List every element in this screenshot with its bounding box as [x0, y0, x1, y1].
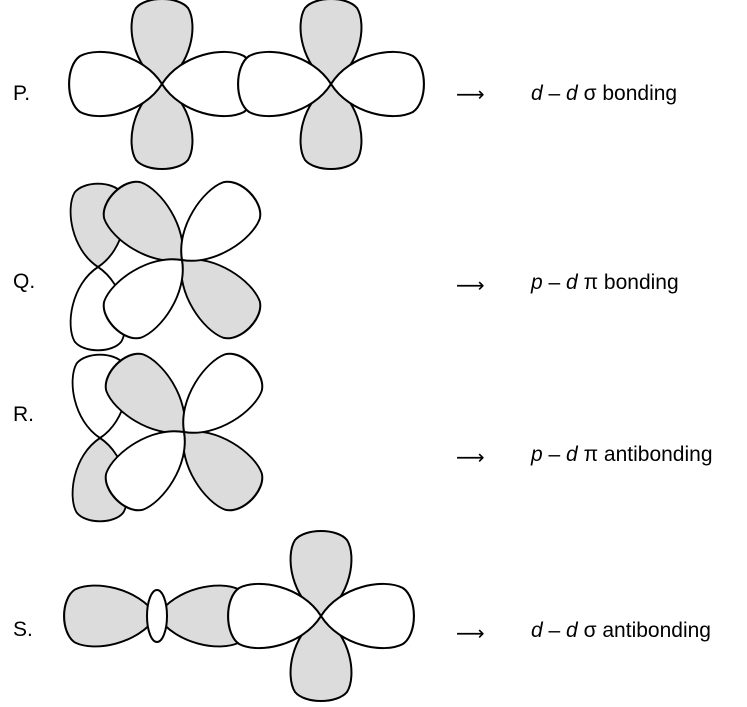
row-r-d-orbital [94, 342, 274, 522]
desc-orbital-a: p [531, 271, 543, 294]
arrow-q: ⟶ [456, 275, 485, 297]
desc-dash: – [542, 619, 567, 642]
arrow-r: ⟶ [456, 447, 485, 469]
desc-orbital-a: d [531, 82, 543, 105]
desc-type: antibonding [602, 619, 711, 642]
desc-s: d – d σ antibonding [531, 619, 711, 643]
row-s-dz2-orbital [63, 584, 251, 648]
desc-dash: – [542, 82, 567, 105]
desc-orbital-b: d [566, 619, 578, 642]
desc-type: antibonding [603, 443, 713, 466]
desc-orbital-b: d [566, 82, 578, 105]
desc-type: bonding [603, 271, 679, 294]
desc-orbital-a: p [531, 443, 543, 466]
desc-orbital-b: d [566, 271, 578, 294]
desc-orbital-a: d [531, 619, 543, 642]
desc-p: d – d σ bonding [531, 82, 677, 106]
row-q-orbitals [69, 170, 272, 352]
desc-symmetry: σ [577, 82, 603, 105]
arrow-s: ⟶ [456, 623, 485, 645]
desc-orbital-b: d [566, 443, 578, 466]
row-p-d-orbital-right [237, 0, 425, 170]
lobe [63, 584, 159, 648]
row-p-orbitals [68, 0, 425, 170]
desc-q: p – d π bonding [531, 271, 679, 295]
desc-dash: – [542, 443, 567, 466]
row-q-d-orbital [92, 170, 272, 350]
row-s-d-orbital [227, 530, 415, 702]
desc-r: p – d π antibonding [531, 443, 713, 467]
desc-type: bonding [602, 82, 678, 105]
desc-symmetry: π [577, 271, 604, 294]
row-p-d-orbital-left [68, 0, 256, 170]
row-s-orbitals [63, 530, 415, 702]
desc-dash: – [542, 271, 567, 294]
row-label-p: P. [13, 82, 31, 105]
row-label-r: R. [13, 403, 34, 426]
row-label-s: S. [13, 618, 33, 641]
torus-ring [146, 589, 168, 643]
desc-symmetry: σ [577, 619, 603, 642]
desc-symmetry: π [577, 443, 604, 466]
arrow-p: ⟶ [456, 84, 485, 106]
row-r-orbitals [71, 342, 274, 523]
row-label-q: Q. [13, 270, 36, 293]
